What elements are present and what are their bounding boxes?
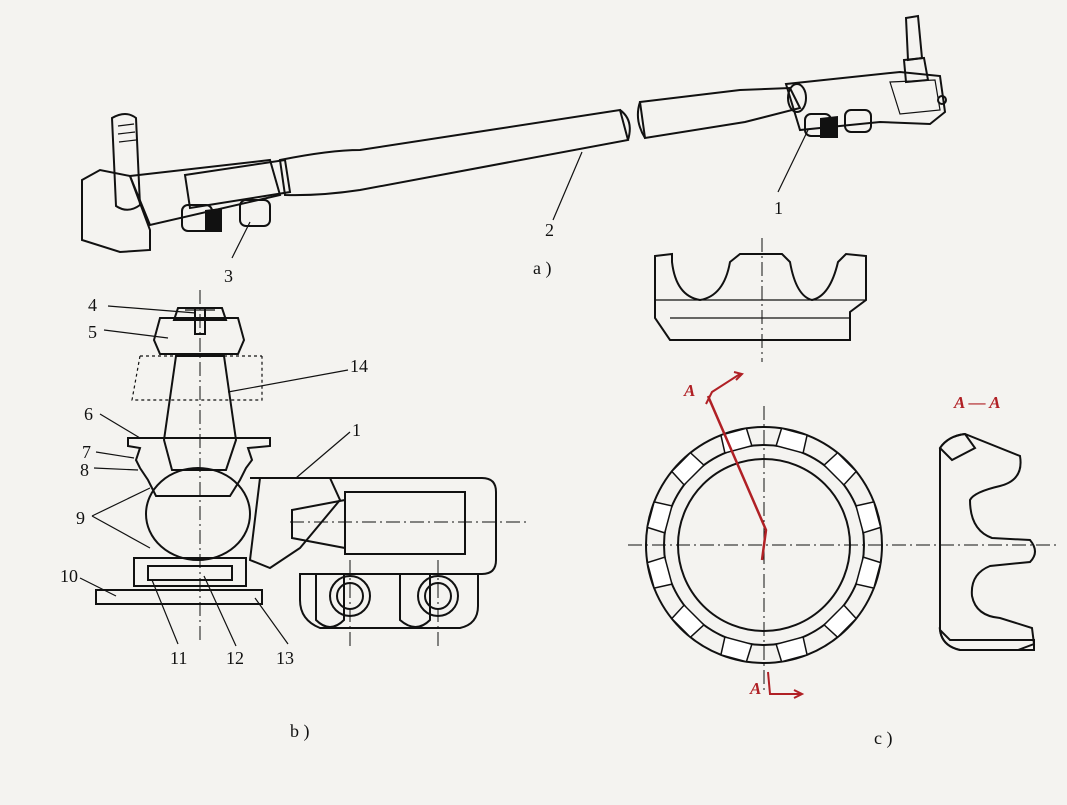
section-line-a-a: A A <box>683 371 805 699</box>
part-label-5: 5 <box>88 322 97 342</box>
part-label-7: 7 <box>82 442 91 462</box>
ring-lug <box>670 451 705 486</box>
part-label-3: 3 <box>224 266 233 286</box>
section-title: A — A <box>953 393 1001 412</box>
ring-lug <box>775 427 808 454</box>
housing-body <box>248 477 497 575</box>
right-tube-segment <box>636 86 802 140</box>
part-label-4: 4 <box>88 295 97 315</box>
right-ball-joint <box>784 14 947 138</box>
ring-lug <box>855 501 882 534</box>
view-b-section: 4 5 6 7 8 9 10 11 12 13 14 1 b ) <box>60 290 530 742</box>
section-mark-bottom: A <box>749 679 761 698</box>
section-mark-top: A <box>683 381 695 400</box>
ring-lug <box>720 636 753 663</box>
part-label-11: 11 <box>170 648 187 668</box>
ring-lug <box>775 636 808 663</box>
part-label-1-b: 1 <box>352 420 361 440</box>
view-c-spring-seat: A A A — A c ) <box>628 238 1060 749</box>
ring-lug <box>823 604 858 639</box>
ring-lug <box>646 556 673 589</box>
view-a-tie-rod: 3 2 1 a ) <box>81 14 947 286</box>
seat-elevation <box>654 238 867 362</box>
part-label-14: 14 <box>350 356 368 376</box>
clamp-lugs <box>290 521 530 648</box>
part-label-12: 12 <box>226 648 244 668</box>
lower-seat <box>95 557 263 605</box>
left-ball-joint <box>81 113 282 254</box>
part-label-1-a: 1 <box>774 198 783 218</box>
ring-lug <box>855 556 882 589</box>
part-label-8: 8 <box>80 460 89 480</box>
castle-nut <box>152 307 246 355</box>
ball-stud <box>131 355 263 561</box>
part-label-10: 10 <box>60 566 78 586</box>
part-label-6: 6 <box>84 404 93 424</box>
dust-boot <box>127 437 271 497</box>
section-a-a-profile: A — A <box>938 393 1036 651</box>
part-label-13: 13 <box>276 648 294 668</box>
caption-c: c ) <box>874 728 892 749</box>
ring-lug <box>823 451 858 486</box>
clamp-left <box>181 158 292 232</box>
part-label-2: 2 <box>545 220 554 240</box>
ring-lug <box>720 427 753 454</box>
ring-lug <box>646 501 673 534</box>
caption-a: a ) <box>533 258 551 279</box>
caption-b: b ) <box>290 721 310 742</box>
ring-lug <box>670 604 705 639</box>
part-label-9: 9 <box>76 508 85 528</box>
tie-rod-tube <box>278 108 631 197</box>
seat-plan-ring <box>628 406 1060 690</box>
